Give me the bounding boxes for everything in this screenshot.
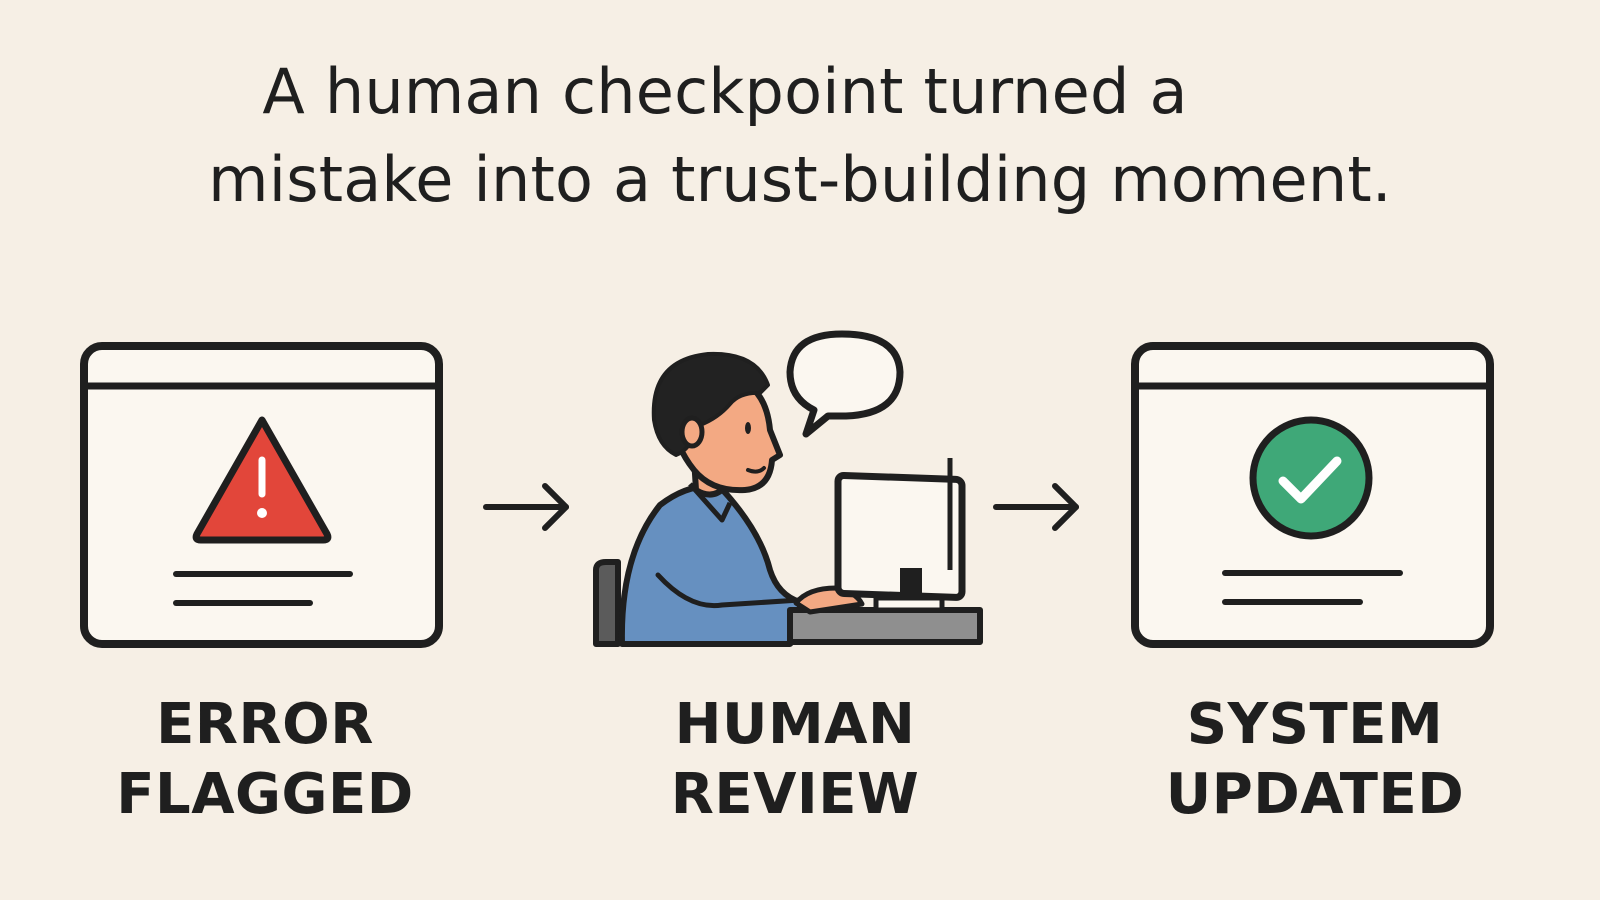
step-label-error-flagged: ERROR FLAGGED xyxy=(100,690,430,830)
arrow-right-icon xyxy=(483,483,569,531)
monitor-icon xyxy=(834,458,966,613)
step-label-line: ERROR xyxy=(156,692,374,757)
step-label-line: REVIEW xyxy=(670,762,920,827)
success-window xyxy=(1131,342,1494,648)
step-label-line: UPDATED xyxy=(1165,762,1465,827)
speech-bubble-icon xyxy=(786,330,904,438)
step-label-system-updated: SYSTEM UPDATED xyxy=(1150,690,1480,830)
step-label-human-review: HUMAN REVIEW xyxy=(630,690,960,830)
headline: A human checkpoint turned a mistake into… xyxy=(0,48,1600,224)
arrow-right-icon xyxy=(993,483,1079,531)
step-label-line: FLAGGED xyxy=(116,762,414,827)
step-label-line: SYSTEM xyxy=(1186,692,1444,757)
headline-line-2: mistake into a trust-building moment. xyxy=(208,143,1392,216)
headline-line-1: A human checkpoint turned a xyxy=(262,55,1188,128)
check-circle-icon xyxy=(1249,416,1373,540)
person-at-computer-icon xyxy=(593,330,983,647)
step-label-line: HUMAN xyxy=(674,692,916,757)
error-window xyxy=(80,342,443,648)
warning-triangle-icon xyxy=(192,416,332,544)
